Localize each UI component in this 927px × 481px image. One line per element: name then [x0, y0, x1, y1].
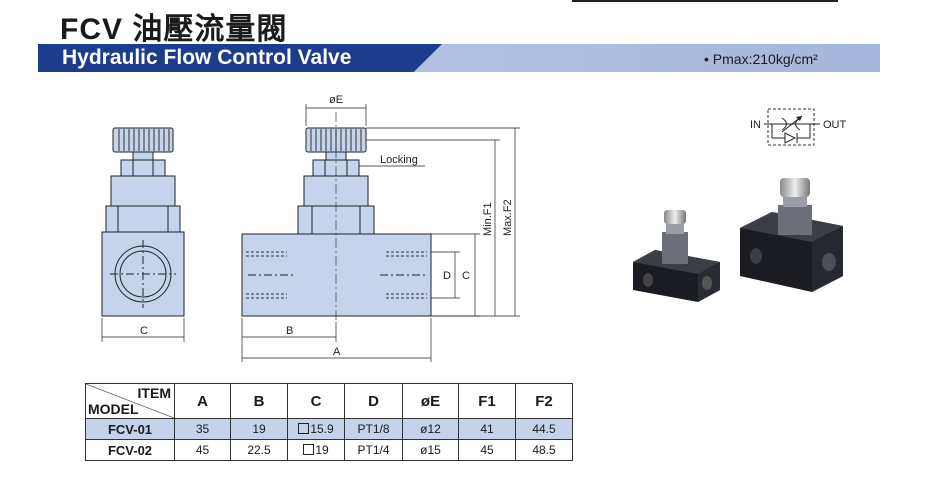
model-cell: FCV-01 [85, 418, 175, 440]
square-icon [303, 444, 315, 455]
table-corner-cell: ITEM MODEL [85, 383, 175, 419]
cell-f1: 45 [458, 439, 516, 461]
table-row: FCV-02 45 22.5 19 PT1/4 ø15 45 48.5 [85, 439, 573, 461]
max-pressure: • Pmax:210kg/cm² [704, 51, 818, 67]
model-cell: FCV-02 [85, 439, 175, 461]
dim-label-oe: øE [329, 94, 343, 106]
dim-label-min-f1: Min.F1 [482, 202, 494, 236]
top-rule [572, 0, 838, 2]
label-locking: Locking [380, 154, 418, 166]
product-photo [633, 178, 843, 302]
header-f1: F1 [458, 383, 516, 419]
square-icon [298, 423, 310, 434]
dim-label-a: A [333, 346, 341, 358]
dim-label-max-f2: Max.F2 [502, 199, 514, 236]
dim-label-b: B [286, 325, 293, 337]
header-b: B [230, 383, 288, 419]
table-row: FCV-01 35 19 15.9 PT1/8 ø12 41 44.5 [85, 418, 573, 440]
cell-f2: 44.5 [515, 418, 573, 440]
cell-oe: ø12 [402, 418, 459, 440]
header-oe: øE [402, 383, 459, 419]
cell-b: 19 [230, 418, 288, 440]
cell-a: 35 [174, 418, 231, 440]
header-d: D [344, 383, 403, 419]
header-f2: F2 [515, 383, 573, 419]
cell-f2: 48.5 [515, 439, 573, 461]
front-view: C [101, 127, 185, 342]
cell-c-value: 15.9 [310, 422, 334, 436]
title-english: Hydraulic Flow Control Valve [62, 46, 352, 69]
header-band-dark [38, 44, 442, 72]
corner-model-label: MODEL [88, 401, 139, 417]
corner-item-label: ITEM [137, 385, 171, 401]
title-chinese: FCV 油壓流量閥 [60, 13, 288, 46]
dim-label-c-front: C [140, 325, 148, 337]
cell-c: 19 [287, 439, 345, 461]
header-a: A [174, 383, 231, 419]
side-view: øE Locking B A D C Min.F1 Max.F2 [241, 94, 520, 362]
cell-d: PT1/4 [344, 439, 403, 461]
cell-a: 45 [174, 439, 231, 461]
header-c: C [287, 383, 345, 419]
dim-label-d: D [443, 270, 451, 282]
cell-c-value: 19 [315, 443, 329, 457]
cell-oe: ø15 [402, 439, 459, 461]
specification-table: ITEM MODEL A B C D øE F1 F2 FCV-01 35 19… [85, 383, 573, 461]
cell-f1: 41 [458, 418, 516, 440]
cell-c: 15.9 [287, 418, 345, 440]
hydraulic-symbol: IN OUT [750, 108, 847, 146]
symbol-out-label: OUT [823, 119, 847, 131]
cell-b: 22.5 [230, 439, 288, 461]
symbol-in-label: IN [750, 119, 761, 131]
cell-d: PT1/8 [344, 418, 403, 440]
dim-label-c-side: C [462, 270, 470, 282]
